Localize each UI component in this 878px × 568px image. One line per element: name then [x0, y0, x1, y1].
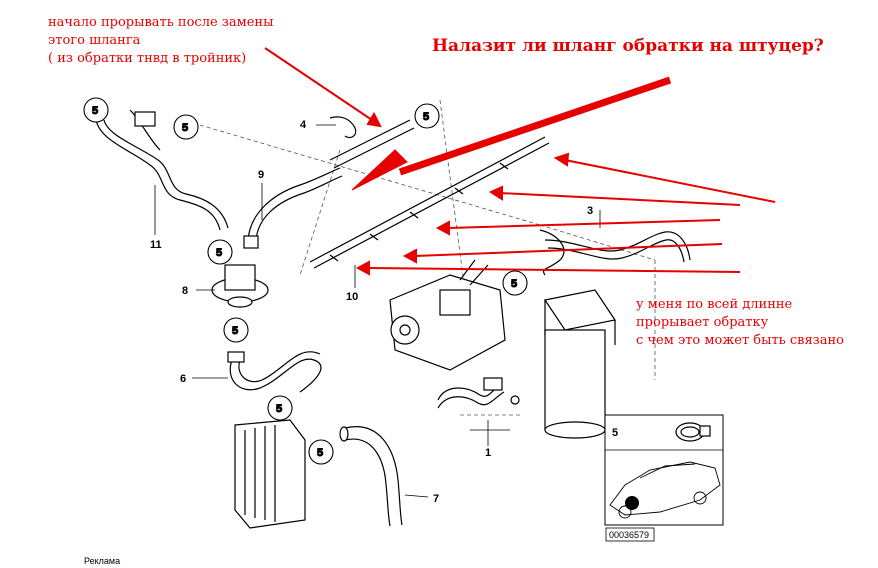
pipe-4 [329, 116, 415, 169]
hose-7 [339, 426, 403, 527]
hose-9 [243, 167, 343, 249]
clamp-label: 5 [216, 247, 222, 259]
question-title: Налазит ли шланг обратки на штуцер? [432, 36, 824, 56]
clamp-label: 5 [92, 105, 98, 117]
part-label-9: 9 [258, 169, 264, 181]
part-label-8: 8 [182, 285, 188, 297]
clamp-callouts: 5 5 5 5 5 5 5 5 [83, 97, 528, 465]
part-label-6: 6 [180, 373, 186, 385]
part-label-7: 7 [433, 493, 439, 505]
leader-lines [154, 124, 601, 498]
hose-11 [95, 109, 229, 231]
annotation-arrows [264, 47, 776, 276]
part-label-11: 11 [150, 239, 162, 251]
right-note-line: прорывает обратку [636, 315, 769, 330]
part-label-1: 1 [485, 447, 491, 459]
right-note-line: у меня по всей длинне [636, 297, 793, 312]
pipe-1 [437, 377, 520, 409]
hose-6 [227, 351, 322, 393]
top-note-line: этого шланга [48, 33, 141, 48]
high-pressure-pump [389, 259, 506, 371]
clamp-label: 5 [317, 447, 323, 459]
fuel-filter [544, 289, 616, 439]
ad-label[interactable]: Реклама [84, 556, 121, 566]
part-label-4: 4 [300, 119, 307, 131]
top-note-line: ( из обратки тнвд в тройник) [48, 51, 247, 66]
hose-3 [539, 229, 691, 276]
part-number-labels: 1 3 4 6 7 8 9 10 11 [150, 119, 593, 505]
clamp-label: 5 [276, 403, 282, 415]
hose-clamp-icon [675, 422, 711, 442]
right-note-line: с чем это может быть связано [636, 333, 844, 348]
part-label-3: 3 [587, 205, 593, 217]
clamp-label: 5 [182, 122, 188, 134]
part-label-10: 10 [346, 291, 358, 303]
location-marker [625, 496, 639, 510]
right-note: у меня по всей длинне прорывает обратку … [636, 296, 844, 350]
top-note-line: начало прорывать после замены [48, 15, 274, 30]
inset-label: 5 [612, 427, 618, 439]
inset-box: 5 00036579 [604, 414, 724, 542]
ecu-box [234, 419, 306, 529]
car-silhouette [609, 461, 721, 519]
clamp-label: 5 [423, 111, 429, 123]
clamp-label: 5 [232, 325, 238, 337]
clamp-label: 5 [511, 278, 517, 290]
filter-8 [211, 264, 269, 308]
inset-code: 00036579 [609, 530, 649, 540]
return-line-10 [309, 136, 550, 269]
top-note: начало прорывать после замены этого шлан… [48, 14, 273, 68]
